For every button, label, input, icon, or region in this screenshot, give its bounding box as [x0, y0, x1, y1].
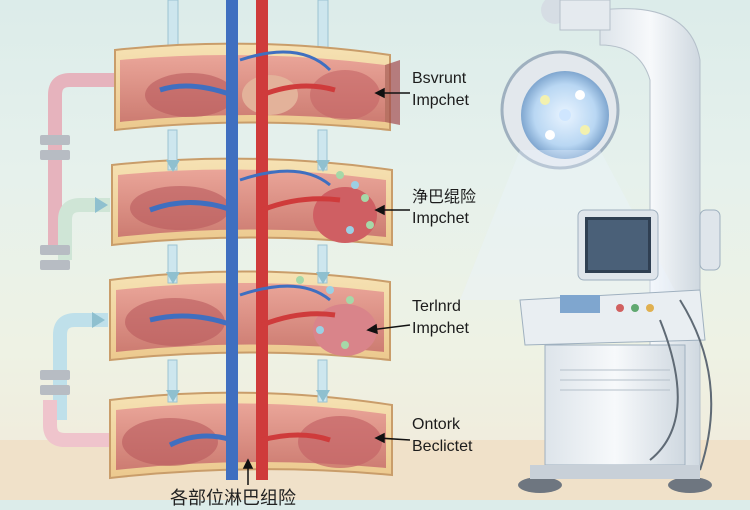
- tissue-section-1: [114, 42, 391, 132]
- top-tube-right: [317, 0, 329, 51]
- lymph-tubes: [166, 129, 330, 403]
- label-1-line2: Impchet: [412, 92, 469, 109]
- label-1: Bsvrunt Impchet: [412, 68, 469, 112]
- left-pipe-system: [40, 73, 115, 447]
- label-2-line2: Impchet: [412, 210, 469, 227]
- bottom-caption: 各部位淋巴组险: [170, 488, 296, 509]
- device-cabinet: [544, 344, 686, 466]
- label-4-line2: Beclictet: [412, 438, 473, 455]
- label-2: 浄巴绲险 Impchet: [412, 186, 476, 230]
- label-4: Ontork Beclictet: [412, 414, 472, 458]
- label-2-line1: 浄巴绲险: [412, 187, 477, 206]
- label-3-line1: Terlnrd: [412, 298, 461, 315]
- label-3: Terlnrd Impchet: [412, 296, 469, 340]
- lymph-node-dots: [296, 171, 374, 349]
- label-3-line2: Impchet: [412, 320, 469, 337]
- tissue-section-4: [109, 391, 393, 480]
- control-panel: [519, 289, 706, 346]
- blood-vessels: [149, 0, 341, 480]
- label-1-line1: Bsvrunt: [412, 70, 467, 87]
- label-4-line1: Ontork: [412, 416, 461, 433]
- medical-device: [460, 0, 721, 493]
- label-pointers: [242, 87, 411, 485]
